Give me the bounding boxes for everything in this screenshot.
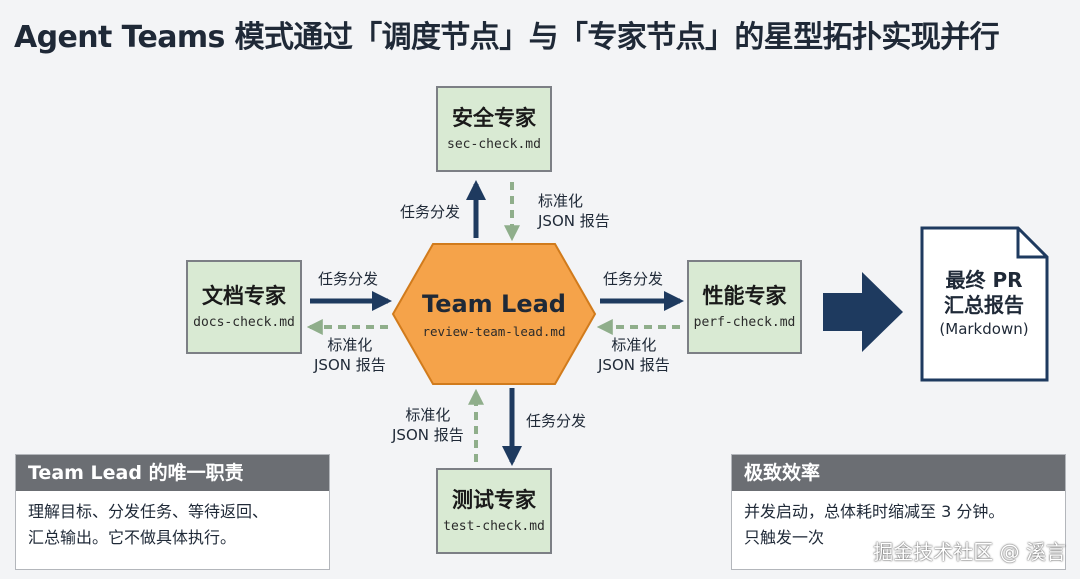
report-label-line2: JSON 报告 xyxy=(314,355,386,374)
docs-expert-file: docs-check.md xyxy=(193,314,295,330)
output-arrow xyxy=(823,272,903,352)
perf-expert-name: 性能专家 xyxy=(702,284,787,309)
test-expert-node: 测试专家 test-check.md xyxy=(436,468,552,554)
report-label-line1: 标准化 xyxy=(405,406,451,424)
perf-expert-node: 性能专家 perf-check.md xyxy=(687,260,802,354)
hub-name: Team Lead xyxy=(422,289,566,318)
report-label-line1: 标准化 xyxy=(611,336,657,354)
docs-expert-name: 文档专家 xyxy=(202,284,286,309)
security-expert-name: 安全专家 xyxy=(452,106,536,131)
team-lead-duty-title: Team Lead 的唯一职责 xyxy=(16,455,329,491)
security-expert-node: 安全专家 sec-check.md xyxy=(436,86,552,172)
hub-file: review-team-lead.md xyxy=(422,323,566,339)
team-lead-duty-line1: 理解目标、分发任务、等待返回、 xyxy=(28,502,269,521)
team-lead-hub: Team Lead review-team-lead.md xyxy=(393,244,595,384)
test-expert-name: 测试专家 xyxy=(452,488,536,513)
page-title: Agent Teams 模式通过「调度节点」与「专家节点」的星型拓扑实现并行 xyxy=(14,20,1000,55)
report-document-icon xyxy=(920,226,1049,382)
output-line3: (Markdown) xyxy=(939,320,1029,338)
efficiency-body: 并发启动，总体耗时缩减至 3 分钟。 只触发一次 xyxy=(732,491,1065,558)
dispatch-label-security: 任务分发 xyxy=(400,203,461,221)
docs-expert-node: 文档专家 docs-check.md xyxy=(186,260,302,354)
output-line2: 汇总报告 xyxy=(944,293,1024,317)
team-lead-duty-line2: 汇总输出。它不做具体执行。 xyxy=(28,527,237,547)
report-label-line1: 标准化 xyxy=(538,192,584,210)
efficiency-line1: 并发启动，总体耗时缩减至 3 分钟。 xyxy=(744,502,1005,521)
report-label-security: 标准化 JSON 报告 xyxy=(538,192,610,231)
report-label-line2: JSON 报告 xyxy=(598,355,670,374)
team-lead-duty-card: Team Lead 的唯一职责 理解目标、分发任务、等待返回、 汇总输出。它不做… xyxy=(15,454,330,570)
document-fold xyxy=(1016,228,1047,259)
report-label-line2: JSON 报告 xyxy=(538,211,610,230)
team-lead-hub-shape xyxy=(391,243,597,385)
dispatch-label-docs: 任务分发 xyxy=(318,270,379,288)
dispatch-label-test: 任务分发 xyxy=(526,412,587,430)
report-label-line1: 标准化 xyxy=(327,336,373,354)
efficiency-title: 极致效率 xyxy=(732,455,1065,491)
final-report-output: 最终 PR 汇总报告 (Markdown) xyxy=(920,226,1048,380)
report-label-test: 标准化 JSON 报告 xyxy=(392,406,464,445)
report-label-line2: JSON 报告 xyxy=(392,425,464,444)
efficiency-card: 极致效率 并发启动，总体耗时缩减至 3 分钟。 只触发一次 xyxy=(731,454,1066,570)
output-line1: 最终 PR xyxy=(945,268,1023,292)
dispatch-label-perf: 任务分发 xyxy=(603,270,664,288)
perf-expert-file: perf-check.md xyxy=(693,314,796,330)
test-expert-file: test-check.md xyxy=(443,518,545,534)
efficiency-line2: 只触发一次 xyxy=(744,527,825,547)
watermark: 掘金技术社区 @ 溪言 xyxy=(873,540,1066,564)
report-label-docs: 标准化 JSON 报告 xyxy=(314,336,386,375)
security-expert-file: sec-check.md xyxy=(447,136,541,152)
report-label-perf: 标准化 JSON 报告 xyxy=(598,336,670,375)
team-lead-duty-body: 理解目标、分发任务、等待返回、 汇总输出。它不做具体执行。 xyxy=(16,491,329,558)
